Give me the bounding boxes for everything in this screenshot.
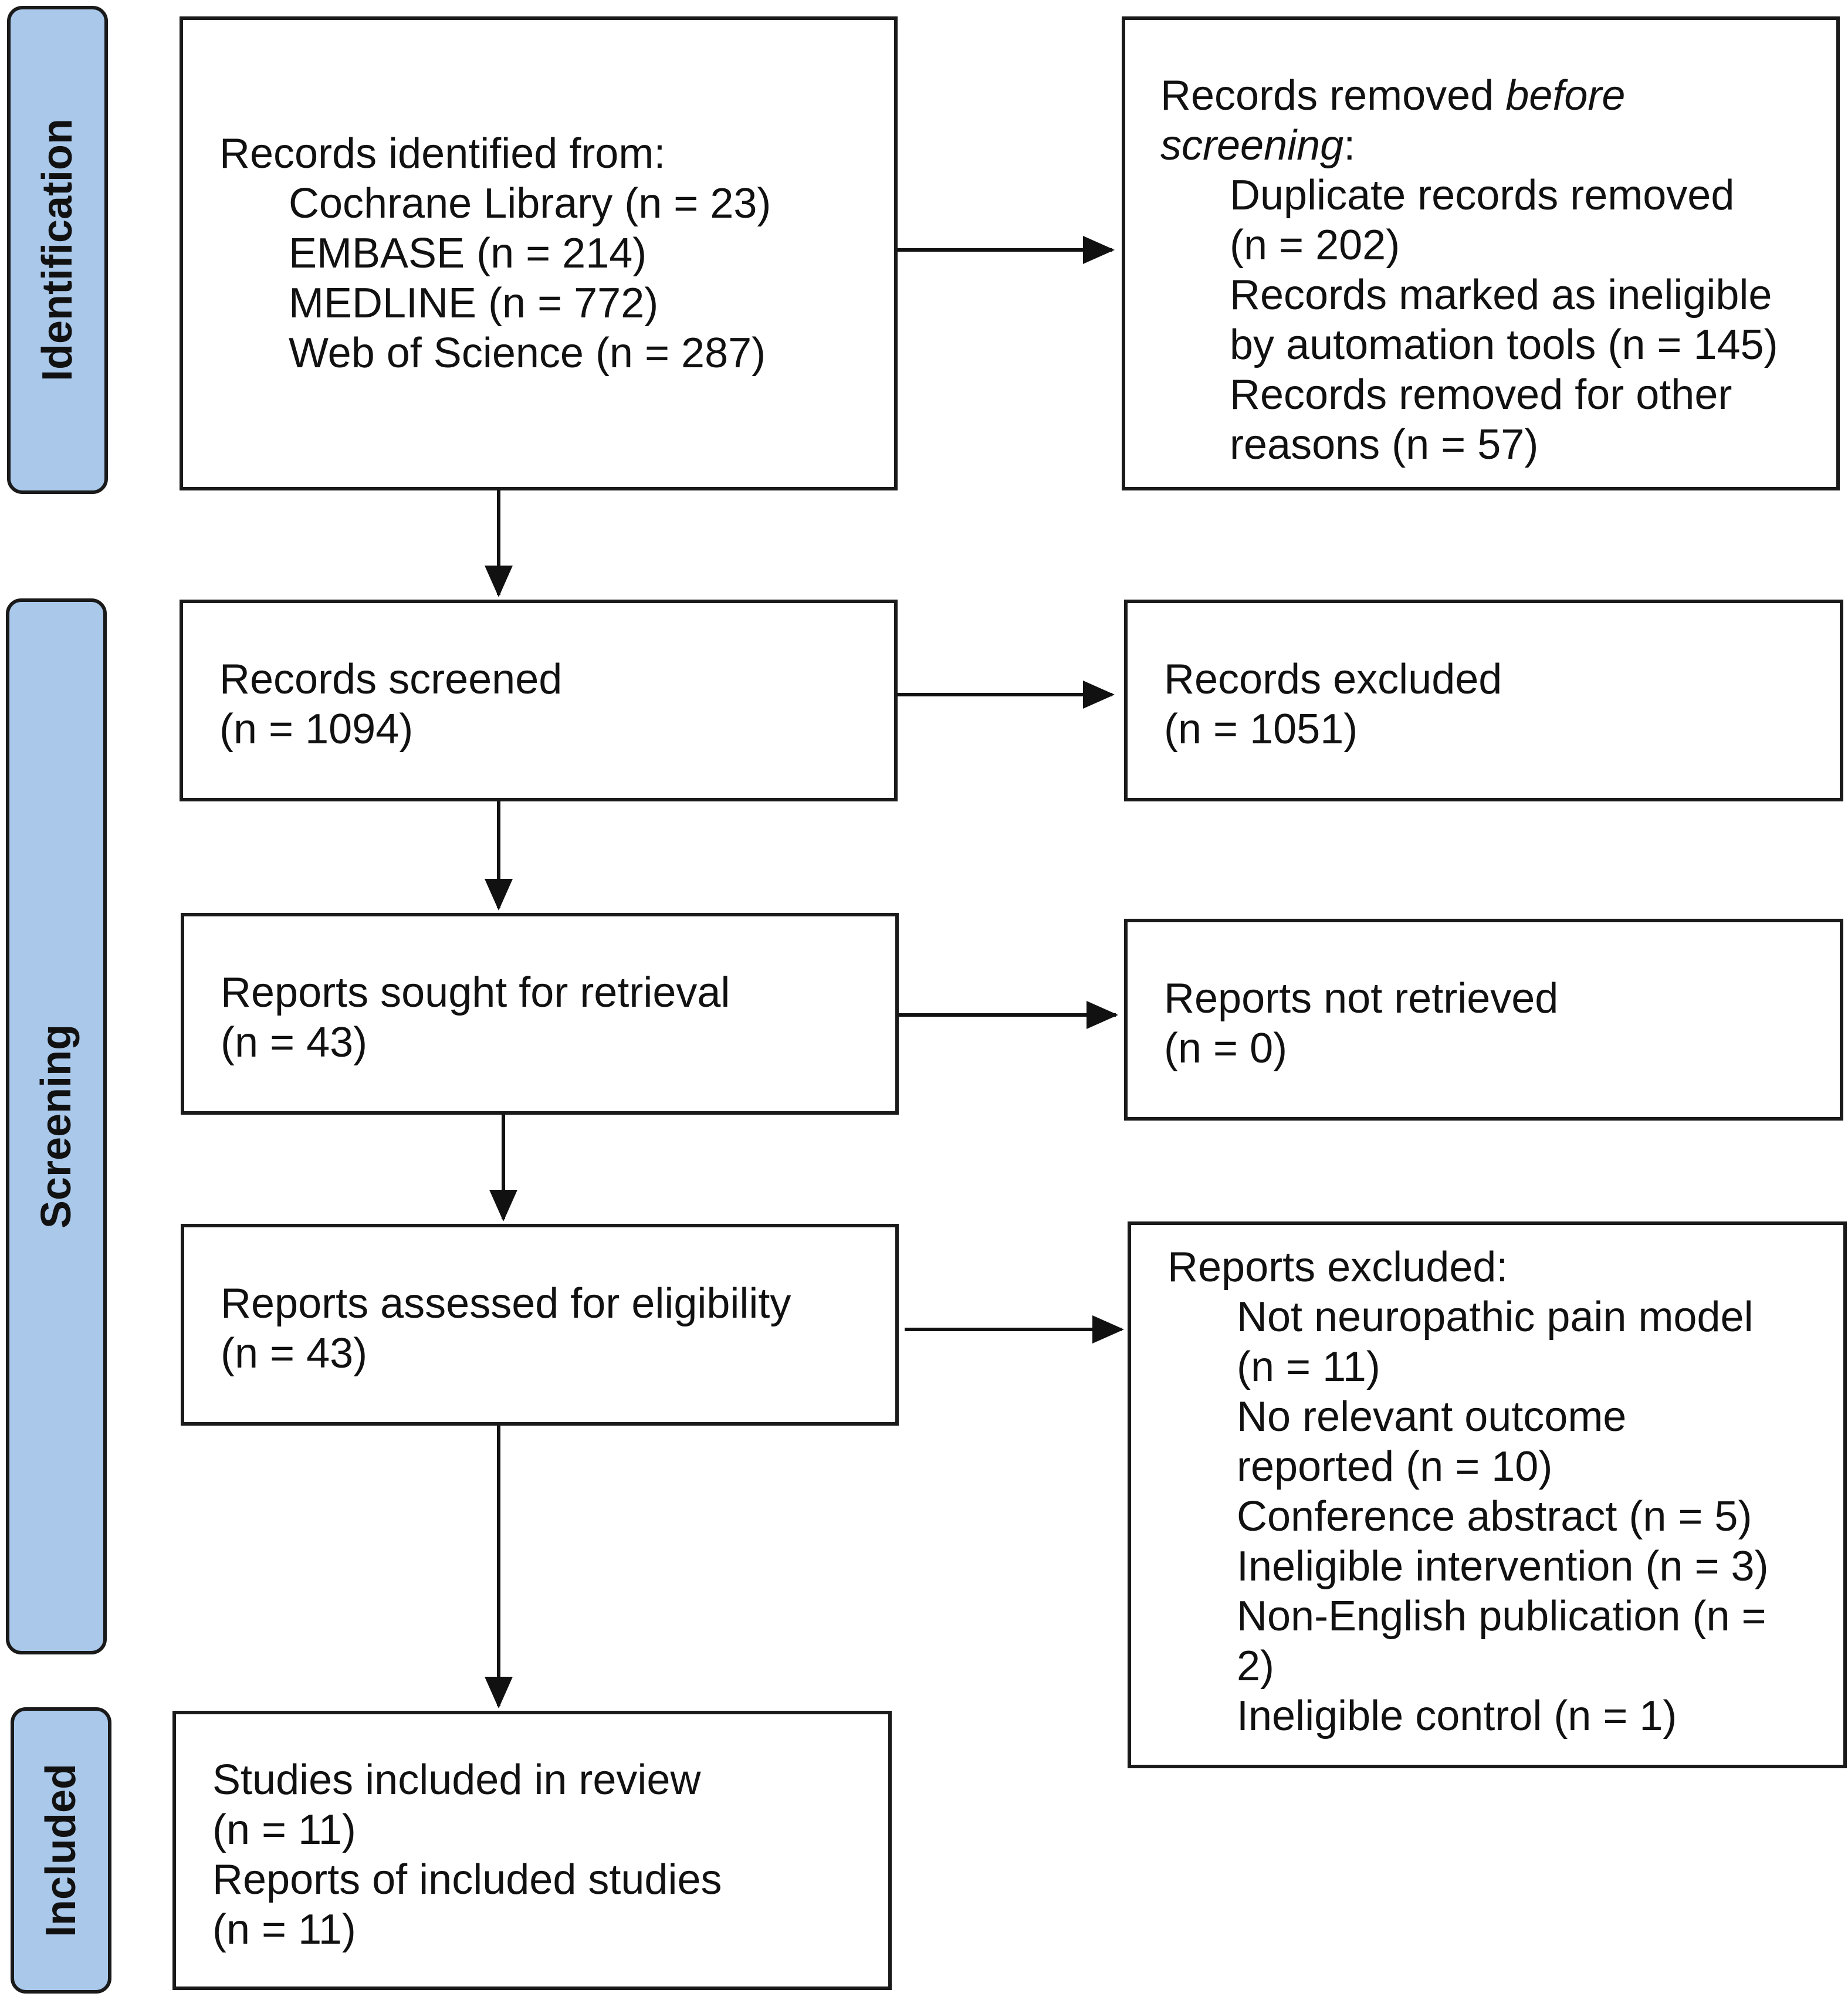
- records-removed-heading-suffix: :: [1343, 122, 1356, 169]
- reports-sought-count: (n = 43): [221, 1019, 368, 1066]
- records-excluded-label: Records excluded: [1164, 656, 1502, 703]
- reports-excluded-line-6: Ineligible intervention (n = 3): [1237, 1543, 1769, 1590]
- records-removed-heading-italic-2: screening: [1160, 122, 1344, 169]
- records-excluded-count: (n = 1051): [1164, 706, 1358, 753]
- records-removed-heading: Records removed before: [1160, 71, 1836, 121]
- reports-excluded-box: Reports excluded: Not neuropathic pain m…: [1128, 1221, 1847, 1768]
- records-removed-heading-italic-1: before: [1505, 72, 1626, 119]
- reports-excluded-heading: Reports excluded:: [1167, 1244, 1508, 1291]
- phase-identification: Identification: [7, 6, 108, 494]
- removed-line-1: Duplicate records removed: [1230, 172, 1735, 219]
- records-removed-box: Records removed before screening: Duplic…: [1122, 16, 1840, 490]
- removed-line-4: by automation tools (n = 145): [1230, 322, 1778, 368]
- reports-excluded-line-8: 2): [1237, 1643, 1275, 1690]
- records-screened-count: (n = 1094): [219, 706, 414, 753]
- reports-assessed-count: (n = 43): [221, 1330, 368, 1377]
- reports-excluded-line-9: Ineligible control (n = 1): [1237, 1693, 1677, 1740]
- reports-assessed-label: Reports assessed for eligibility: [221, 1280, 791, 1327]
- removed-line-3: Records marked as ineligible: [1230, 272, 1772, 319]
- reports-not-retrieved-count: (n = 0): [1164, 1025, 1288, 1072]
- phase-included: Included: [11, 1707, 111, 1994]
- reports-sought-label: Reports sought for retrieval: [221, 969, 730, 1016]
- source-medline: MEDLINE (n = 772): [289, 280, 659, 327]
- reports-excluded-line-7: Non-English publication (n =: [1237, 1593, 1766, 1640]
- reports-excluded-line-4: reported (n = 10): [1237, 1443, 1553, 1490]
- reports-included-count: (n = 11): [212, 1906, 356, 1953]
- records-removed-heading-2: screening:: [1160, 121, 1836, 171]
- records-identified-heading: Records identified from:: [219, 130, 666, 177]
- studies-included-box: Studies included in review (n = 11) Repo…: [172, 1711, 892, 1990]
- removed-line-5: Records removed for other: [1230, 371, 1732, 418]
- records-screened-label: Records screened: [219, 656, 563, 703]
- phase-screening: Screening: [6, 598, 107, 1654]
- reports-not-retrieved-box: Reports not retrieved (n = 0): [1124, 919, 1843, 1121]
- studies-included-count: (n = 11): [212, 1806, 356, 1853]
- reports-excluded-line-5: Conference abstract (n = 5): [1237, 1493, 1752, 1540]
- studies-included-label: Studies included in review: [212, 1757, 701, 1803]
- records-screened-box: Records screened (n = 1094): [180, 600, 898, 801]
- records-removed-heading-prefix: Records removed: [1160, 72, 1506, 119]
- removed-line-2: (n = 202): [1230, 222, 1400, 269]
- reports-excluded-line-3: No relevant outcome: [1237, 1393, 1627, 1440]
- reports-excluded-line-2: (n = 11): [1237, 1344, 1380, 1390]
- source-cochrane: Cochrane Library (n = 23): [289, 180, 771, 227]
- removed-line-6: reasons (n = 57): [1230, 421, 1539, 468]
- records-excluded-box: Records excluded (n = 1051): [1124, 600, 1843, 801]
- records-identified-box: Records identified from: Cochrane Librar…: [180, 16, 898, 490]
- reports-sought-box: Reports sought for retrieval (n = 43): [181, 913, 899, 1115]
- source-embase: EMBASE (n = 214): [289, 230, 647, 277]
- source-web-of-science: Web of Science (n = 287): [289, 330, 766, 377]
- reports-included-label: Reports of included studies: [212, 1856, 722, 1903]
- reports-not-retrieved-label: Reports not retrieved: [1164, 975, 1559, 1022]
- reports-assessed-box: Reports assessed for eligibility (n = 43…: [181, 1224, 899, 1426]
- reports-excluded-line-1: Not neuropathic pain model: [1237, 1294, 1754, 1341]
